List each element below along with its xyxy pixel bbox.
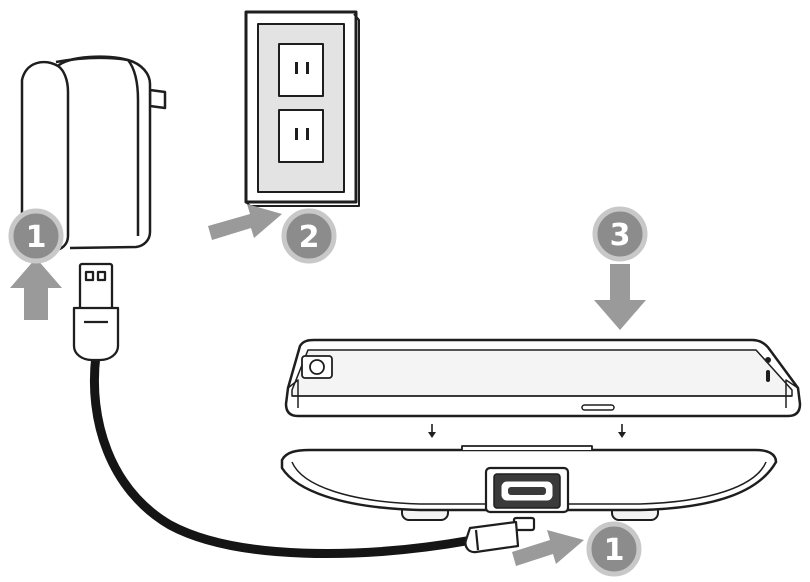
wall-outlet	[244, 10, 360, 207]
usb-cable	[89, 350, 477, 558]
phone	[284, 338, 802, 418]
step-badge-1-adapter: 1	[8, 208, 64, 264]
step-badge-label: 1	[26, 220, 47, 255]
arrow-right-to-outlet	[208, 204, 282, 240]
usb-a-plug	[72, 262, 120, 362]
arrow-right-to-dock-port	[512, 530, 584, 566]
arrow-down-to-dock	[594, 264, 646, 330]
charging-dock	[280, 445, 778, 521]
step-badge-label: 2	[299, 220, 320, 255]
step-badge-2-outlet: 2	[281, 208, 337, 264]
wall-adapter	[20, 55, 167, 252]
step-badge-label: 1	[604, 533, 625, 568]
arrow-up-left	[10, 258, 62, 320]
step-badge-1-dock: 1	[586, 521, 642, 577]
micro-usb-plug	[464, 516, 536, 554]
step-badge-3-phone: 3	[592, 206, 648, 262]
align-arrows	[428, 424, 626, 438]
step-badge-label: 3	[610, 218, 631, 253]
